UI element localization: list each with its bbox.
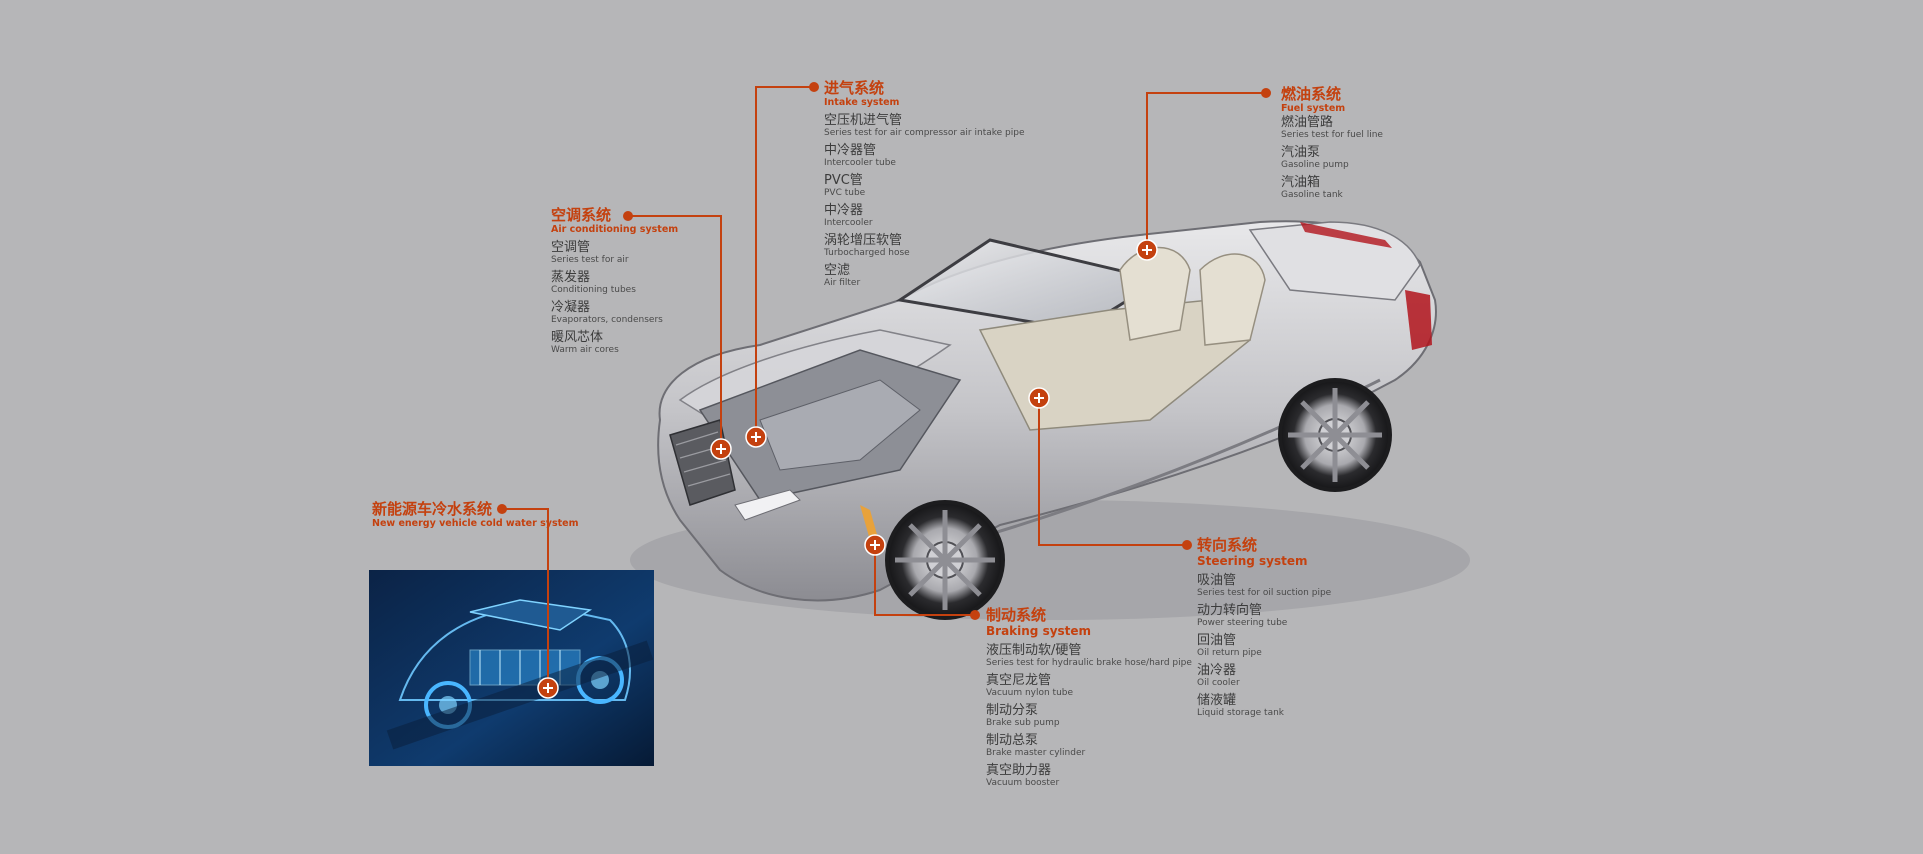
steering-system-subtitle: Steering system	[1197, 554, 1308, 568]
marker-fuel-plus-icon[interactable]	[1136, 239, 1158, 261]
leader-fuel	[1146, 92, 1266, 250]
marker-intake-plus-icon[interactable]	[745, 426, 767, 448]
marker-aircon-plus-icon[interactable]	[710, 438, 732, 460]
rear-wheel	[1278, 378, 1392, 492]
marker-coldwater-plus-icon[interactable]	[537, 677, 559, 699]
leader-aircon	[628, 215, 722, 449]
ev-inset-image	[369, 570, 654, 766]
leader-lines	[502, 86, 1266, 688]
front-wheel	[885, 500, 1005, 620]
coldwater-system-block: 新能源车冷水系统 New energy vehicle cold water s…	[372, 500, 578, 534]
marker-steering-plus-icon[interactable]	[1028, 387, 1050, 409]
leader-braking	[874, 545, 975, 616]
leader-steering	[1038, 398, 1187, 546]
leader-coldwater	[502, 508, 549, 688]
fuel-system-title: 燃油系统	[1281, 85, 1342, 103]
leader-dots	[497, 82, 1271, 620]
aircon-system-subtitle: Air conditioning system	[551, 224, 679, 235]
marker-braking-plus-icon[interactable]	[864, 534, 886, 556]
steering-system-title: 转向系统	[1197, 536, 1258, 554]
braking-system-subtitle: Braking system	[986, 624, 1092, 638]
leader-intake	[755, 86, 814, 437]
car-body	[657, 220, 1437, 602]
coldwater-system-title: 新能源车冷水系统	[372, 500, 493, 518]
intake-system-subtitle: Intake system	[824, 97, 900, 108]
intake-system-title: 进气系统	[824, 79, 885, 97]
fuel-system-subtitle: Fuel system	[1281, 103, 1346, 114]
aircon-system-title: 空调系统	[551, 206, 612, 224]
coldwater-system-subtitle: New energy vehicle cold water system	[372, 518, 579, 529]
braking-system-title: 制动系统	[986, 606, 1047, 624]
